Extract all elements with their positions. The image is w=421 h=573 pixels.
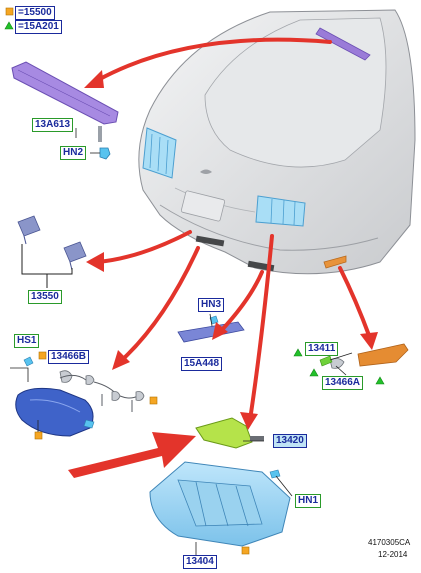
callout-15a448: 15A448	[181, 357, 223, 371]
tail-lamp-left-on-vehicle	[142, 127, 177, 179]
square-marker-icon	[34, 431, 43, 440]
license-lamp-part	[17, 215, 87, 288]
triangle-marker-icon	[309, 368, 319, 377]
tail-lamp-left-assembly	[10, 356, 145, 437]
square-marker-icon	[38, 351, 47, 360]
callout-13466b: 13466B	[48, 350, 90, 364]
vehicle-rear-illustration	[138, 9, 416, 275]
callout-13420: 13420	[273, 434, 307, 448]
brake-lamp-part	[11, 61, 119, 142]
square-marker-icon	[5, 7, 14, 16]
callout-13404: 13404	[183, 555, 217, 569]
brake-lamp-on-vehicle	[315, 27, 371, 61]
callout-13466a: 13466A	[322, 376, 364, 390]
square-marker-icon	[241, 546, 250, 555]
diagram-date: 12-2014	[378, 550, 408, 559]
side-marker-on-vehicle	[323, 255, 347, 269]
tail-lamp-right-on-vehicle	[255, 195, 306, 227]
callout-13a613: 13A613	[32, 118, 74, 132]
nut-hn2-icon	[99, 147, 111, 160]
square-marker-icon	[149, 396, 158, 405]
large-red-arrow	[68, 432, 196, 478]
triangle-marker-icon	[375, 376, 385, 385]
tail-lamp-housing-part	[149, 461, 293, 556]
callout-hn1: HN1	[295, 494, 322, 508]
callout-hn3: HN3	[198, 298, 225, 312]
legend-triangle-code: =15A201	[15, 20, 62, 34]
triangle-marker-icon	[4, 21, 14, 30]
red-pointer-arrows	[96, 37, 372, 422]
callout-13550: 13550	[28, 290, 62, 304]
diagram-id: 4170305CA	[368, 538, 411, 547]
callout-hs1: HS1	[14, 334, 40, 348]
lens-part	[195, 417, 264, 449]
triangle-marker-icon	[293, 348, 303, 357]
legend-square-code: =15500	[15, 6, 55, 20]
red-arrowheads	[84, 70, 378, 430]
callout-hn2: HN2	[60, 146, 87, 160]
callout-13411: 13411	[305, 342, 339, 356]
